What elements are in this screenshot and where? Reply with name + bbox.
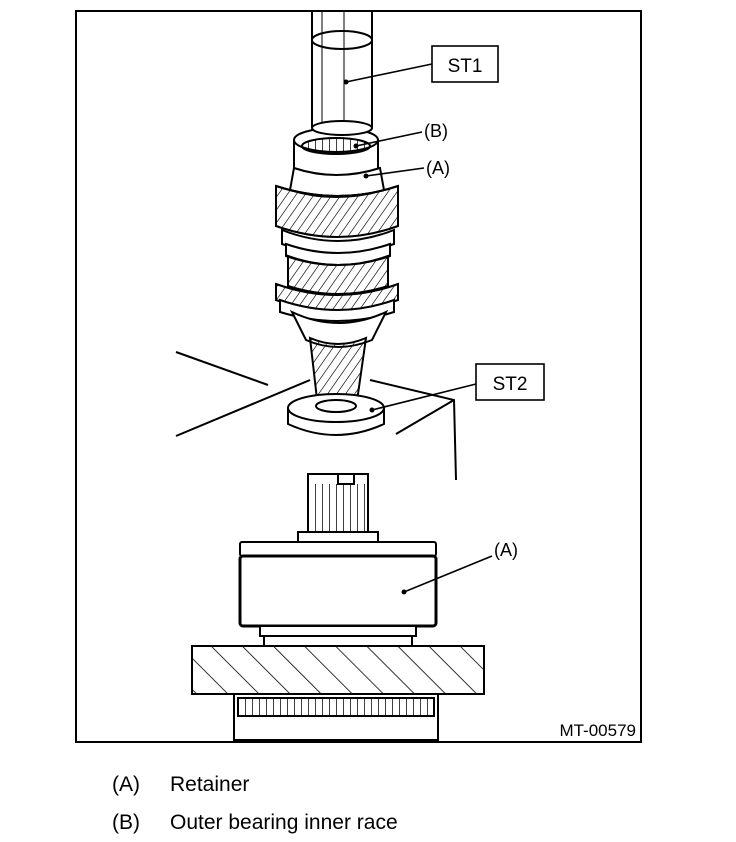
svg-text:(B): (B)	[424, 121, 448, 141]
legend-text: Outer bearing inner race	[170, 811, 398, 834]
retainer-lower	[238, 541, 438, 647]
callout-a-upper: (A)	[363, 158, 450, 179]
press-rod-st1	[311, 10, 373, 128]
callout-st1: ST1	[343, 45, 499, 85]
callout-st2: ST2	[369, 363, 545, 413]
figure-frame	[75, 10, 642, 743]
legend-text: Retainer	[170, 773, 250, 796]
tool-st2	[287, 393, 385, 436]
workbench-plane	[175, 351, 457, 481]
splined-shaft	[297, 473, 379, 543]
svg-text:(A): (A)	[426, 158, 450, 178]
legend-item: (B) Outer bearing inner race	[112, 804, 398, 842]
svg-text:(A): (A)	[494, 540, 518, 560]
callout-a-lower: (A)	[401, 540, 518, 595]
figure-code: MT-00579	[559, 721, 636, 740]
svg-text:ST1: ST1	[448, 56, 483, 77]
press-base	[191, 645, 485, 741]
legend: (A) Retainer (B) Outer bearing inner rac…	[112, 766, 398, 842]
callout-b: (B)	[353, 121, 448, 149]
svg-text:ST2: ST2	[493, 374, 528, 395]
legend-item: (A) Retainer	[112, 766, 398, 804]
gear-stack	[275, 184, 399, 413]
legend-key: (A)	[112, 773, 140, 796]
legend-key: (B)	[112, 811, 140, 834]
